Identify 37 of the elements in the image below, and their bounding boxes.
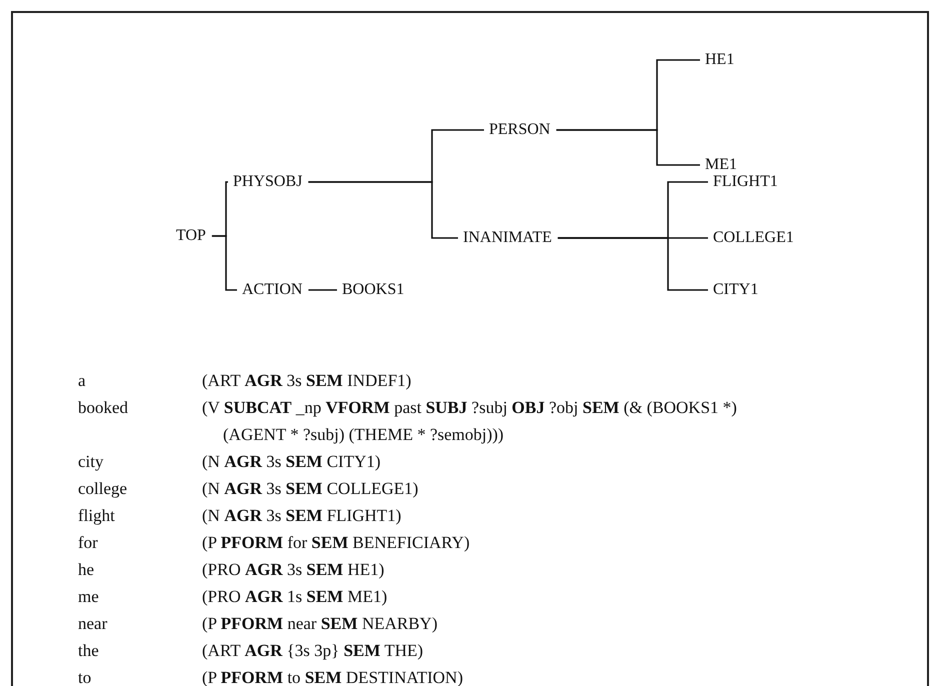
tree-branch-line <box>308 181 458 239</box>
lexicon-word: near <box>78 613 108 635</box>
hierarchy-node-label: PHYSOBJ <box>233 173 302 191</box>
lexicon-word: to <box>78 667 92 686</box>
lexicon-word: me <box>78 586 99 608</box>
lexicon-entry: (N AGR 3s SEM CITY1) <box>202 451 382 473</box>
lexicon-word: he <box>78 559 94 581</box>
lexicon-word: college <box>78 478 128 500</box>
hierarchy-node-label: ME1 <box>705 156 737 174</box>
hierarchy-node-label: COLLEGE1 <box>713 229 794 247</box>
tree-branch-line <box>308 289 337 291</box>
lexicon-entry: (PRO AGR 3s SEM HE1) <box>202 559 386 581</box>
lexicon-entry: (V SUBCAT _np VFORM past SUBJ ?subj OBJ ?obj SEM (& (BOOKS1 *) (AGENT * ?subj) (THEME * ?semobj))) <box>202 397 738 446</box>
lexicon-entry: (ART AGR {3s 3p} SEM THE) <box>202 640 424 662</box>
hierarchy-node-label: BOOKS1 <box>342 281 404 299</box>
lexicon-entry: (P PFORM for SEM BENEFICIARY) <box>202 532 471 554</box>
hierarchy-node-label: ACTION <box>242 281 302 299</box>
lexicon-word: city <box>78 451 104 473</box>
tree-branch-line <box>212 235 237 291</box>
tree-branch-line <box>556 129 700 166</box>
tree-branch-line <box>558 237 708 291</box>
hierarchy-node-label: CITY1 <box>713 281 758 299</box>
lexicon-word: the <box>78 640 99 662</box>
lexicon-entry: (PRO AGR 1s SEM ME1) <box>202 586 388 608</box>
hierarchy-node-label: HE1 <box>705 51 734 69</box>
lexicon-entry: (ART AGR 3s SEM INDEF1) <box>202 370 412 392</box>
lexicon-entry: (P PFORM near SEM NEARBY) <box>202 613 438 635</box>
lexicon-entry: (N AGR 3s SEM FLIGHT1) <box>202 505 402 527</box>
lexicon-word: a <box>78 370 86 392</box>
lexicon-word: booked <box>78 397 128 419</box>
hierarchy-node-label: INANIMATE <box>463 229 552 247</box>
lexicon-word: flight <box>78 505 115 527</box>
hierarchy-node-label: PERSON <box>489 121 550 139</box>
lexicon-entry: (N AGR 3s SEM COLLEGE1) <box>202 478 420 500</box>
hierarchy-node-label: TOP <box>176 227 206 245</box>
hierarchy-node-label: FLIGHT1 <box>713 173 778 191</box>
lexicon-word: for <box>78 532 98 554</box>
